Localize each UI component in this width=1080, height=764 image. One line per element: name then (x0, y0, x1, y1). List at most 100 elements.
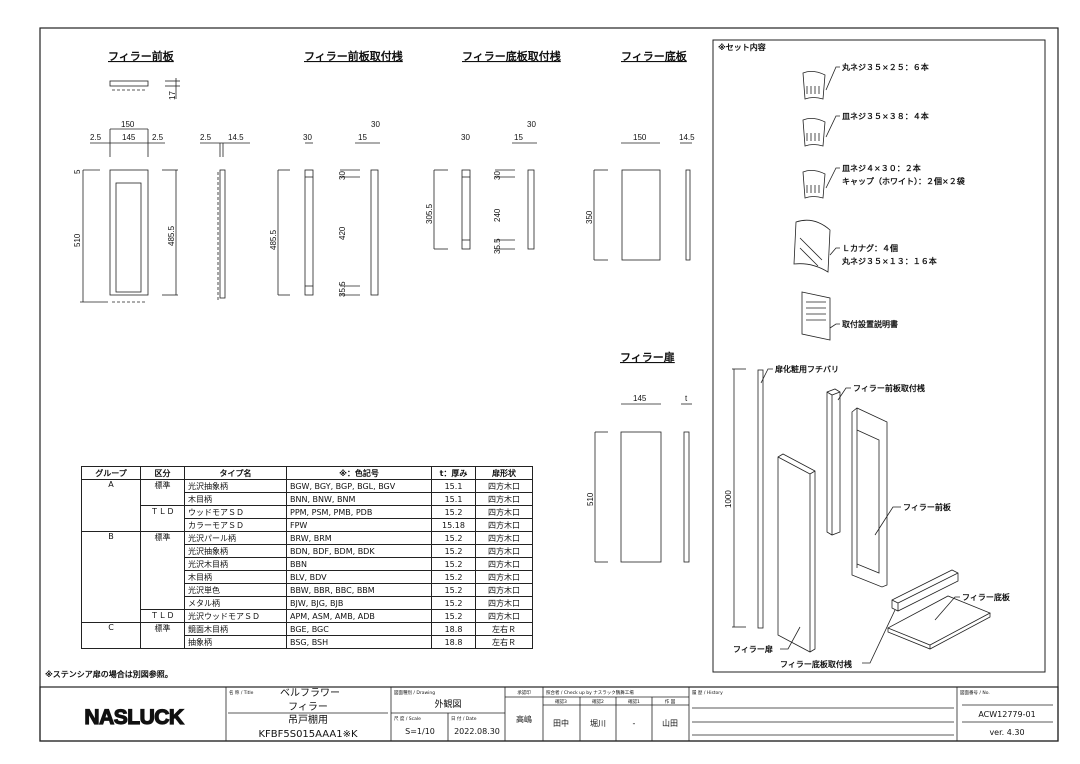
drawing-label: 外観図 (434, 698, 461, 710)
column-header: タイプ名 (184, 466, 287, 480)
drawing-label: ※セット内容 (718, 42, 766, 52)
table-cell: 15.1 (431, 479, 476, 493)
table-cell: 光沢木目柄 (184, 557, 287, 571)
drawing-label: 丸ネジ３５×１３：１６本 (841, 256, 937, 266)
column-header: ※：色記号 (286, 466, 432, 480)
drawing-line (304, 169, 314, 296)
front-plate-iso (851, 407, 888, 588)
drawing-label: 丸ネジ３５×２５：６本 (841, 62, 929, 72)
table-cell: BJW, BJG, BJB (286, 596, 432, 610)
drawing-label: 取付設置説明書 (842, 319, 898, 329)
drawing-label: 305.5 (425, 203, 434, 224)
drawing-label: 2.5 (90, 133, 102, 142)
drawing-label: 皿ネジ４×３０：２本 (842, 163, 921, 173)
drawing-line (825, 66, 840, 91)
table-cell: BRW, BRM (286, 531, 432, 545)
column-header: グループ (81, 466, 141, 480)
front-batten-iso (826, 388, 841, 536)
drawing-label: 14.5 (228, 133, 244, 142)
drawing-label: 15 (514, 133, 523, 142)
table-cell: BLV, BDV (286, 570, 432, 584)
drawing-label: 名 称 / Title (229, 689, 254, 696)
table-cell: 15.2 (431, 609, 476, 623)
bottom-plate-iso (887, 595, 991, 650)
drawing-label: フィラー前板取付桟 (853, 383, 925, 393)
drawing-label: S=1/10 (405, 727, 435, 736)
table-cell: 15.1 (431, 492, 476, 506)
table-cell: 標準 (140, 531, 185, 610)
drawing-label: 150 (633, 133, 647, 142)
drawing-line (780, 626, 801, 650)
table-cell: 四方木口 (475, 544, 533, 558)
drawing-label: 30 (461, 133, 470, 142)
table-cell: 15.2 (431, 544, 476, 558)
drawing-label: 作 図 (665, 698, 676, 705)
drawing-label: 吊戸棚用 (288, 713, 328, 726)
drawing-label: 30 (493, 171, 502, 180)
drawing-label: 30 (338, 171, 347, 180)
drawing-label: 240 (493, 208, 502, 222)
drawing-label: ベルフラワー (280, 687, 340, 699)
drawing-line (799, 237, 823, 267)
assembly-drawing: 1000 扉化粧用フチバリ フィラー前板取付桟 フィラー前板 フィラー扉 フィラ… (724, 364, 1011, 669)
table-cell: 18.8 (431, 622, 476, 636)
drawing-label: 確認3 (555, 698, 567, 705)
drawing-line (115, 182, 142, 293)
drawing-label: 17 (168, 91, 177, 100)
drawing-label: 145 (633, 394, 647, 403)
column-header: 扉形状 (475, 466, 533, 480)
drawing-label: 2022.08.30 (454, 727, 500, 736)
nasluck-logo: NASLUCK (84, 706, 183, 729)
drawing-label: 確認1 (628, 698, 640, 705)
column-header: t：厚み (431, 466, 476, 480)
drawing-label: 30 (527, 120, 536, 129)
drawing-label: 山田 (662, 718, 678, 728)
table-cell: 木目柄 (184, 570, 287, 584)
table-cell: メタル柄 (184, 596, 287, 610)
table-cell: ＴＬＤ (140, 609, 185, 623)
table-cell: 四方木口 (475, 557, 533, 571)
front-plate-view: フィラー前板 17 150 2.5 145 2.5 5 510 485.5 2.… (73, 49, 250, 303)
drawing-line (862, 609, 896, 664)
drawing-label: 5 (73, 169, 82, 174)
drawing-line (685, 169, 691, 261)
drawing-line (806, 301, 826, 321)
drawing-line (793, 219, 831, 273)
table-cell: BDN, BDF, BDM, BDK (286, 544, 432, 558)
hardware-bag-icon (793, 219, 831, 273)
table-cell: 四方木口 (475, 531, 533, 545)
drawing-line (801, 291, 831, 341)
bottom-batten-iso (891, 569, 959, 612)
stencia-footnote: ※ステンシア扉の場合は別図参照。 (45, 670, 173, 679)
table-cell: 光沢単色 (184, 583, 287, 597)
drawing-label: 高嶋 (516, 714, 532, 724)
table-cell: 四方木口 (475, 583, 533, 597)
drawing-label: Ｌカナグ：４個 (842, 243, 898, 253)
screw-bag-icon (802, 170, 826, 199)
drawing-label: t (685, 394, 688, 403)
drawing-label: 図面種別 / Drawing (394, 689, 435, 696)
drawing-line (934, 596, 960, 621)
drawing-label: フィラー前板 (903, 502, 952, 512)
drawing-line (829, 247, 840, 256)
drawing-label: 30 (371, 120, 380, 129)
table-cell: 15.2 (431, 505, 476, 519)
table-cell: PPM, PSM, PMB, PDB (286, 505, 432, 519)
drawing-label: 1000 (724, 490, 733, 508)
table-cell: BNN, BNW, BNM (286, 492, 432, 506)
drawing-label: キャップ（ホワイト）：２個×２袋 (842, 176, 966, 186)
drawing-label: 2.5 (200, 133, 212, 142)
edge-strip (757, 369, 764, 629)
drawing-label: 145 (122, 133, 136, 142)
drawing-label: 14.5 (679, 133, 695, 142)
drawing-line (109, 169, 149, 296)
screw-bag-icon (802, 118, 826, 147)
bottom-plate-view: フィラー底板 150 14.5 350 (585, 49, 695, 261)
